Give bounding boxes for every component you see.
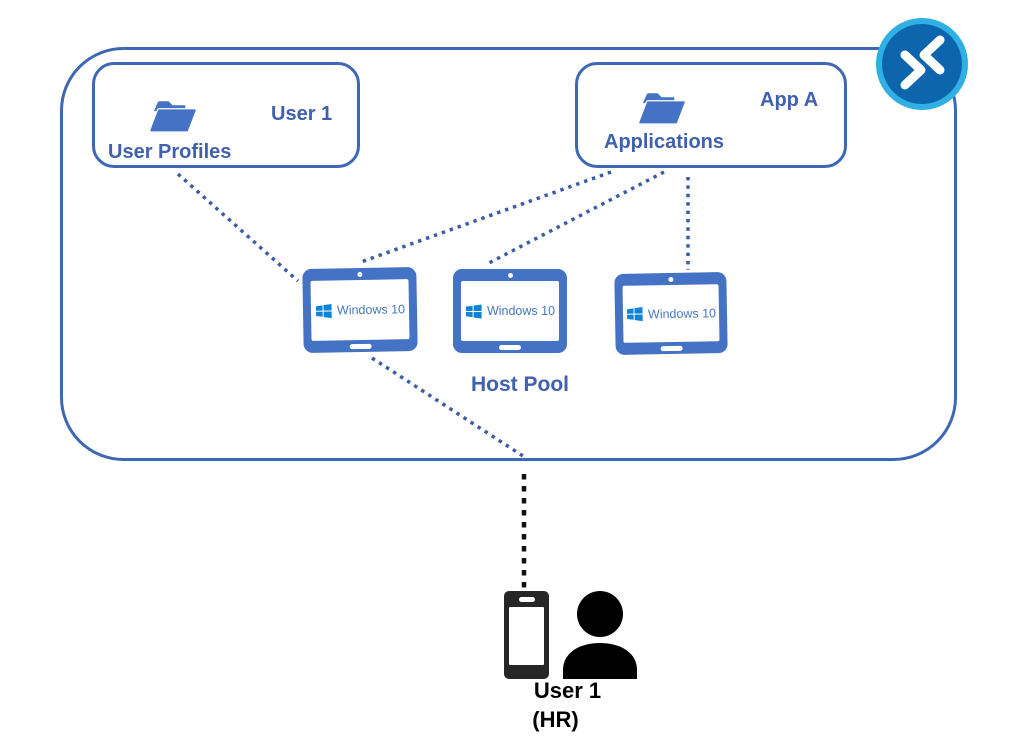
connector-applications-to-host1 [360,170,612,264]
tablet-home-button [660,345,683,351]
host-pool-device-1: Windows 10 [302,267,418,353]
end-user-department: (HR) [532,707,579,732]
windows-os-label: Windows 10 [486,304,556,318]
tablet-screen: Windows 10 [461,281,559,341]
connector-applications-to-host2 [488,170,665,265]
applications-box: App A Applications [575,62,847,168]
open-folder-icon [150,101,197,133]
open-folder-icon [639,93,686,125]
host-pool-device-2: Windows 10 [453,269,567,353]
host-pool-boundary [60,47,957,461]
applications-item-label: App A [760,89,819,111]
windows-logo-icon [626,306,643,322]
person-icon [563,591,637,679]
tablet-screen: Windows 10 [310,279,410,341]
avd-chevrons-icon [900,35,945,90]
connector-user-profiles-to-host1 [176,172,300,283]
windows-logo-icon [465,303,482,319]
azure-virtual-desktop-icon [876,18,968,110]
tablet-camera-dot [356,271,362,278]
host-pool-label: Host Pool [471,373,569,396]
windows-os-label: Windows 10 [336,302,406,318]
user-profiles-title: User Profiles [108,141,232,163]
windows-logo-icon [315,303,332,318]
user-profiles-item-label: User 1 [271,103,333,125]
applications-title: Applications [604,131,725,153]
tablet-home-button [349,343,372,349]
avd-core-circle [882,24,962,104]
windows-os-label: Windows 10 [647,305,717,321]
end-user-name: User 1 [533,678,602,703]
tablet-home-button [499,344,521,350]
tablet-camera-dot [507,273,513,278]
tablet-screen: Windows 10 [622,284,720,343]
phone-speaker [518,597,535,602]
user-profiles-box: User 1 User Profiles [92,62,360,168]
smartphone-icon [504,591,549,679]
phone-screen [509,607,544,665]
tablet-camera-dot [667,276,673,283]
host-pool-device-3: Windows 10 [614,272,728,355]
